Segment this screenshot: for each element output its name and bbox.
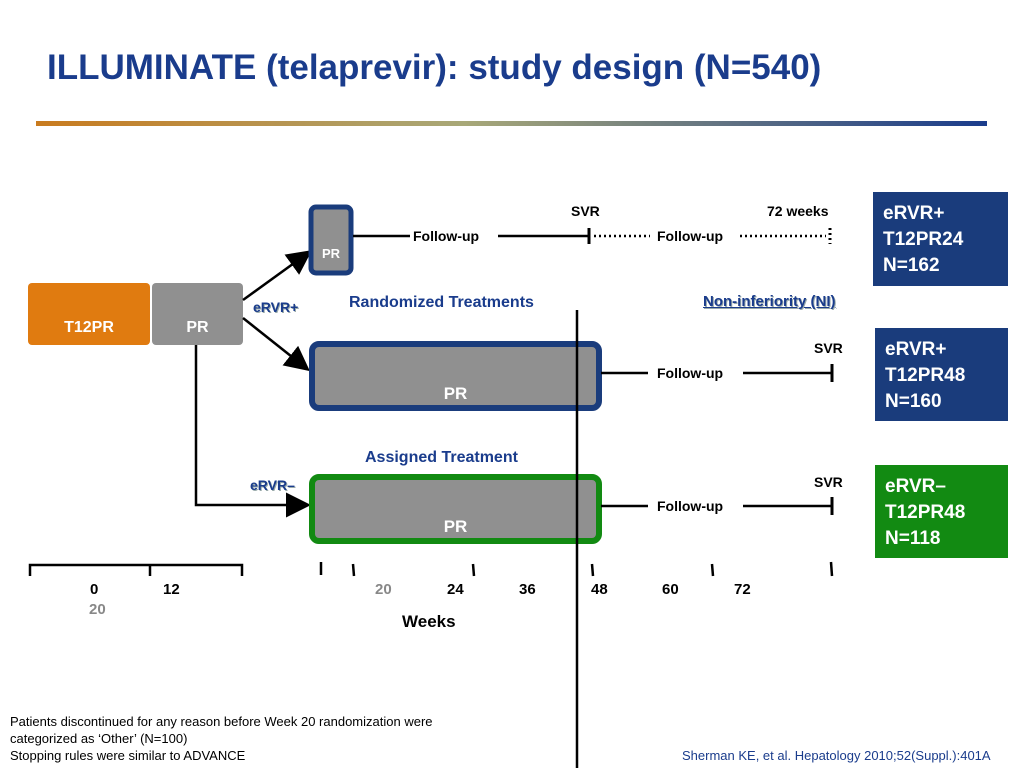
top-arm-pr-box: [308, 204, 354, 276]
result-box-2-line1: eRVR+: [885, 339, 947, 360]
bottom-arm-pr-label: PR: [443, 517, 468, 536]
middle-arm-pr-box: [309, 341, 602, 411]
ervr-negative-label: eRVR–: [250, 477, 295, 493]
arrow-to-bottom-arm: [194, 345, 311, 518]
axis-segment-lead-in: [28, 563, 244, 576]
tick-label-20-left: 20: [89, 601, 106, 618]
axis-tick-d: [590, 563, 595, 577]
followup-label-3: Follow-up: [657, 365, 724, 381]
tick-label-72: 72: [734, 581, 751, 598]
svr-bottom-label: SVR: [814, 474, 843, 490]
tick-label-20: 20: [375, 581, 392, 598]
pr-phase-box: [152, 283, 243, 345]
result-box-ervr-pos-48: eRVR+ T12PR48 N=160: [875, 328, 1008, 421]
tick-label-36: 36: [519, 581, 536, 598]
ervr-positive-label: eRVR+: [253, 299, 299, 315]
result-box-3-line3: N=118: [885, 528, 941, 549]
result-box-2-line3: N=160: [885, 391, 942, 412]
result-box-2-line2: T12PR48: [885, 365, 966, 386]
arrow-to-top-arm: [242, 250, 313, 302]
svr-top-label: SVR: [571, 203, 600, 219]
assigned-treatment-label: Assigned Treatment: [365, 449, 518, 466]
followup-label-1: Follow-up: [413, 228, 480, 244]
tick-label-0: 0: [90, 581, 99, 598]
citation: Sherman KE, et al. Hepatology 2010;52(Su…: [682, 748, 991, 763]
tick-label-12: 12: [163, 581, 180, 598]
t12pr-label: T12PR: [64, 319, 114, 336]
pr-leadin-label: PR: [186, 319, 209, 336]
t12pr-phase-box: [28, 283, 150, 345]
footnote-line-2: categorized as ‘Other’ (N=100): [10, 731, 188, 746]
result-box-1-line3: N=162: [883, 255, 940, 276]
tick-label-24: 24: [447, 581, 464, 598]
weeks-axis-label: Weeks: [402, 612, 456, 631]
middle-arm-pr-label: PR: [443, 384, 468, 403]
arrow-to-middle-arm: [242, 317, 310, 372]
axis-tick-f: [829, 561, 834, 577]
footnote: Patients discontinued for any reason bef…: [10, 713, 433, 764]
followup-label-4: Follow-up: [657, 498, 724, 514]
result-box-ervr-neg-48: eRVR– T12PR48 N=118: [875, 465, 1008, 558]
tick-label-60: 60: [662, 581, 679, 598]
footnote-line-3: Stopping rules were similar to ADVANCE: [10, 748, 246, 763]
title-underline: [36, 121, 987, 126]
result-box-1-line1: eRVR+: [883, 203, 945, 224]
axis-tick-e: [710, 563, 715, 577]
top-arm-pr-label: PR: [321, 246, 341, 261]
followup-label-2: Follow-up: [657, 228, 724, 244]
axis-tick-c: [471, 563, 476, 577]
randomized-treatments-label: Randomized Treatments: [349, 294, 534, 311]
non-inferiority-label: Non-inferiority (NI): [703, 293, 836, 310]
weeks72-label: 72 weeks: [767, 203, 829, 219]
axis-tick-b: [351, 563, 356, 577]
footnote-line-1: Patients discontinued for any reason bef…: [10, 714, 433, 729]
tick-label-48: 48: [591, 581, 608, 598]
svr-middle-label: SVR: [814, 340, 843, 356]
result-box-3-line2: T12PR48: [885, 502, 966, 523]
page-title: ILLUMINATE (telaprevir): study design (N…: [47, 48, 822, 87]
result-box-3-line1: eRVR–: [885, 476, 946, 497]
result-box-ervr-pos-24: eRVR+ T12PR24 N=162: [873, 192, 1008, 286]
bottom-arm-pr-box: [309, 474, 602, 544]
result-box-1-line2: T12PR24: [883, 229, 964, 250]
